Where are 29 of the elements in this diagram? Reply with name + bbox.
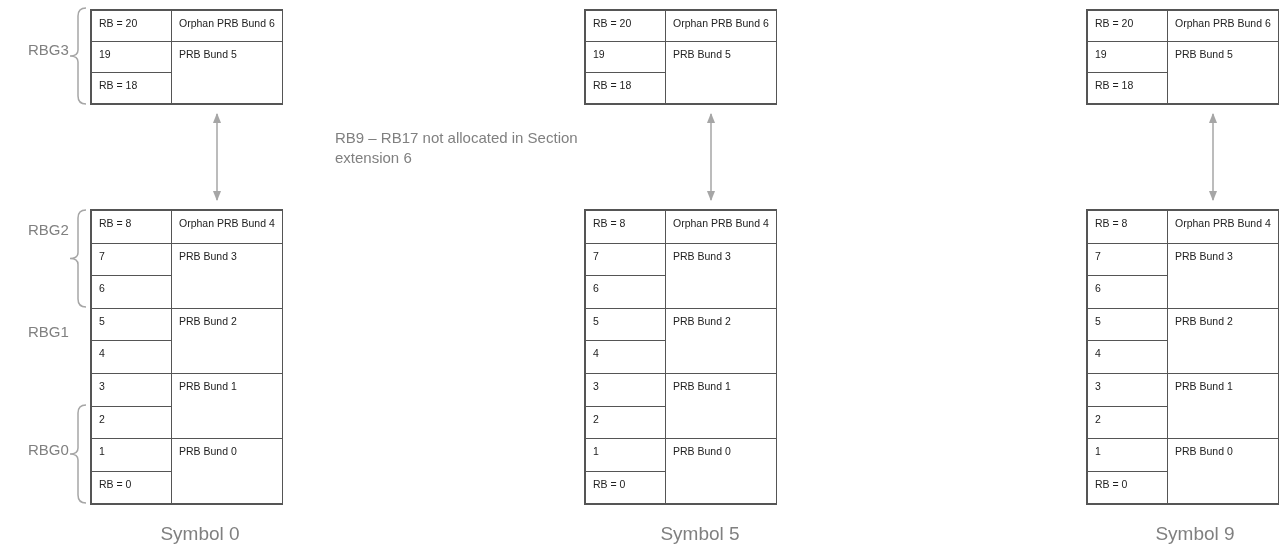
group-label: RBG3	[28, 40, 68, 60]
table-cell: RB = 18	[585, 72, 666, 104]
symbol-caption: Symbol 9	[1154, 522, 1236, 546]
table-cell: RB = 20	[585, 10, 666, 42]
table-cell: RB = 0	[585, 470, 666, 505]
group-label: RBG0	[28, 440, 68, 460]
resource-block-table	[585, 210, 776, 505]
note-text: RB9 – RB17 not allocated in Section extension 6	[335, 128, 579, 167]
resource-block-table	[585, 10, 776, 104]
resource-block-table	[1087, 10, 1278, 104]
group-label: RBG2	[28, 220, 68, 240]
symbol-caption: Symbol 5	[659, 522, 741, 546]
table-cell: RB = 20	[1087, 10, 1168, 42]
table-cell: RB = 8	[585, 210, 666, 244]
double-arrow	[706, 112, 716, 202]
resource-block-table	[91, 10, 282, 104]
group-label: RBG1	[28, 322, 68, 342]
table-cell: RB = 20	[91, 10, 172, 42]
resource-block-table	[91, 210, 282, 505]
double-arrow	[212, 112, 222, 202]
table-cell: RB = 18	[91, 72, 172, 104]
resource-block-table	[1087, 210, 1278, 505]
table-cell: RB = 0	[91, 470, 172, 505]
double-arrow	[1208, 112, 1218, 202]
table-cell: RB = 0	[1087, 470, 1168, 505]
table-cell: RB = 8	[91, 210, 172, 244]
table-cell: RB = 18	[1087, 72, 1168, 104]
table-cell: RB = 8	[1087, 210, 1168, 244]
symbol-caption: Symbol 0	[159, 522, 241, 546]
